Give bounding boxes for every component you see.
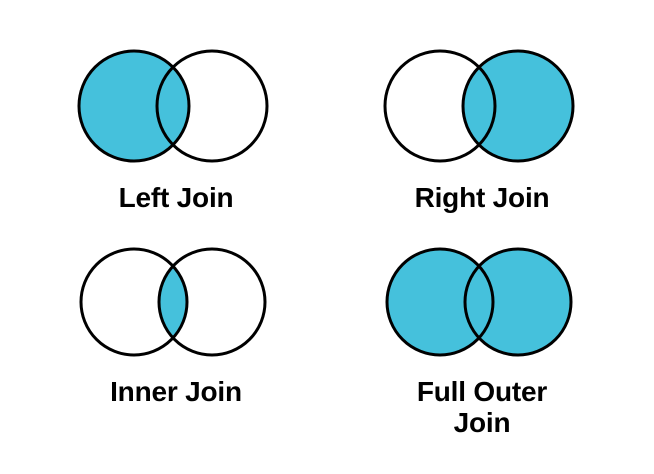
panel-label-inner-join: Inner Join — [110, 376, 242, 407]
panel-full-outer-join: Full Outer Join — [332, 234, 632, 439]
left-circle-fill — [387, 249, 493, 355]
right-circle-fill — [465, 249, 571, 355]
left-circle-fill — [79, 51, 189, 161]
right-circle-outline — [463, 247, 573, 357]
panel-inner-join: Inner Join — [26, 234, 326, 407]
panel-label-left-join: Left Join — [118, 182, 234, 213]
venn-diagram-right-join — [383, 49, 575, 163]
left-circle-fill — [81, 249, 187, 355]
left-circle-outline — [77, 49, 191, 163]
left-circle-outline — [383, 49, 497, 163]
panel-right-join: Right Join — [332, 36, 632, 213]
panel-label-right-join: Right Join — [414, 182, 550, 213]
right-circle-fill — [159, 249, 265, 355]
right-circle-fill — [463, 51, 573, 161]
left-circle-outline — [385, 247, 495, 357]
venn-diagram-left-join — [77, 49, 269, 163]
venn-diagram-inner-join — [79, 247, 267, 357]
panel-label-full-outer-join: Full Outer Join — [416, 376, 548, 439]
panel-left-join: Left Join — [26, 36, 326, 213]
right-circle-outline — [155, 49, 269, 163]
right-circle-outline — [157, 247, 267, 357]
right-circle-outline — [461, 49, 575, 163]
right-circle-fill — [157, 51, 267, 161]
left-circle-fill — [385, 51, 495, 161]
venn-diagram-full-outer-join — [385, 247, 573, 357]
left-circle-outline — [79, 247, 189, 357]
